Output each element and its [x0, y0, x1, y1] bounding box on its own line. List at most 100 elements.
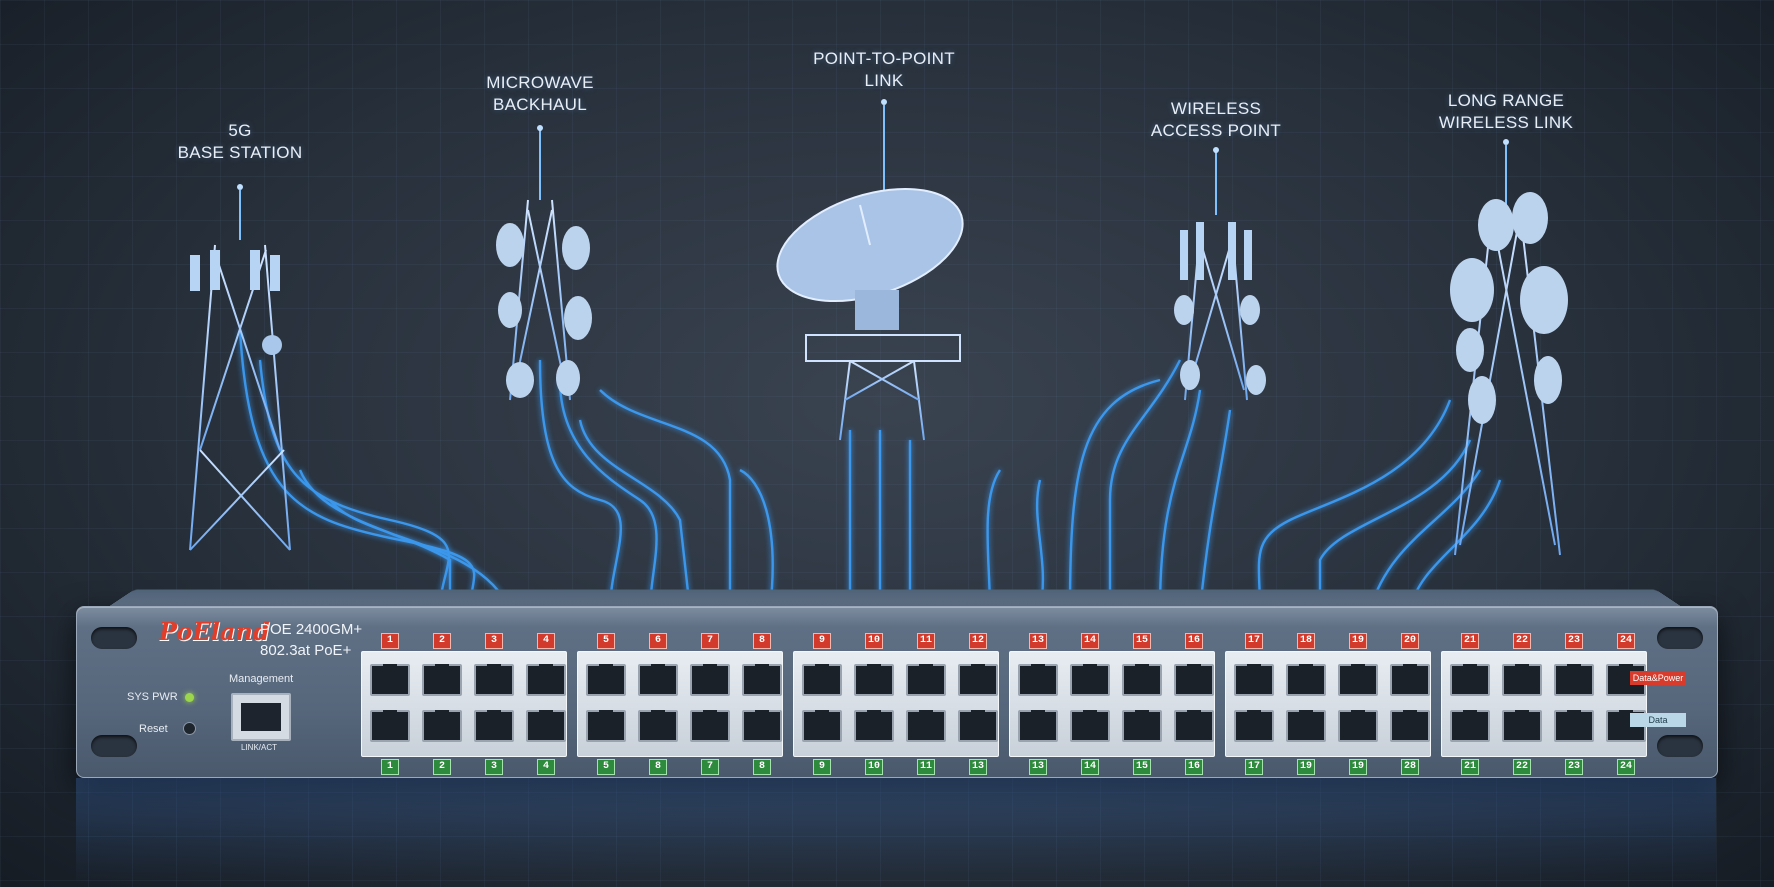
port-number-top: 16 — [1185, 633, 1203, 649]
cables — [238, 329, 1502, 611]
model-label: POE 2400GM+ 802.3at PoE+ — [260, 621, 363, 659]
ethernet-port[interactable] — [1174, 710, 1214, 742]
access-point-tower-icon — [1174, 147, 1266, 401]
port-number-bottom: 13 — [969, 759, 987, 775]
microwave-tower-icon — [496, 125, 592, 401]
ethernet-port[interactable] — [1174, 664, 1214, 696]
poe-switch: PoEland POE 2400GM+ 802.3at PoE+ SYS PWR… — [76, 606, 1718, 778]
ethernet-port[interactable] — [1390, 664, 1430, 696]
port-number-bottom: 17 — [1245, 759, 1263, 775]
port-number-top: 5 — [597, 633, 615, 649]
ethernet-port[interactable] — [526, 710, 566, 742]
port-number-top: 3 — [485, 633, 503, 649]
management-port[interactable] — [231, 693, 291, 741]
port-number-bottom: 2 — [433, 759, 451, 775]
port-number-top: 15 — [1133, 633, 1151, 649]
ethernet-port[interactable] — [1070, 710, 1110, 742]
port-number-top: 21 — [1461, 633, 1479, 649]
ethernet-port[interactable] — [802, 710, 842, 742]
ethernet-port[interactable] — [586, 710, 626, 742]
ethernet-port[interactable] — [370, 664, 410, 696]
long-range-tower-icon — [1450, 139, 1568, 556]
port-number-bottom: 8 — [649, 759, 667, 775]
ethernet-port[interactable] — [1018, 710, 1058, 742]
ethernet-port[interactable] — [1502, 664, 1542, 696]
ethernet-port[interactable] — [1234, 710, 1274, 742]
ethernet-port[interactable] — [1390, 710, 1430, 742]
ethernet-port[interactable] — [854, 710, 894, 742]
port-number-top: 8 — [753, 633, 771, 649]
rack-ear-hole — [91, 735, 137, 757]
ethernet-port[interactable] — [1502, 710, 1542, 742]
ethernet-port[interactable] — [1286, 664, 1326, 696]
ethernet-port[interactable] — [690, 664, 730, 696]
port-number-top: 2 — [433, 633, 451, 649]
port-number-top: 7 — [701, 633, 719, 649]
ethernet-port[interactable] — [1338, 710, 1378, 742]
rack-ear-hole — [91, 627, 137, 649]
ethernet-port[interactable] — [690, 710, 730, 742]
ethernet-port[interactable] — [742, 664, 782, 696]
port-number-bottom: 4 — [537, 759, 555, 775]
port-number-top: 10 — [865, 633, 883, 649]
port-number-top: 12 — [969, 633, 987, 649]
ethernet-port[interactable] — [1122, 710, 1162, 742]
port-number-top: 6 — [649, 633, 667, 649]
ethernet-port[interactable] — [638, 664, 678, 696]
ethernet-port[interactable] — [1018, 664, 1058, 696]
ethernet-port[interactable] — [526, 664, 566, 696]
port-number-top: 18 — [1297, 633, 1315, 649]
switch-reflection — [76, 778, 1716, 887]
ethernet-port[interactable] — [1286, 710, 1326, 742]
data-power-tag: Data&Power — [1630, 671, 1686, 685]
port-number-top: 19 — [1349, 633, 1367, 649]
port-group — [793, 651, 999, 757]
port-number-top: 1 — [381, 633, 399, 649]
ethernet-port[interactable] — [474, 710, 514, 742]
port-number-top: 22 — [1513, 633, 1531, 649]
satellite-dish-icon — [776, 99, 964, 441]
port-group — [1009, 651, 1215, 757]
port-number-bottom: 15 — [1133, 759, 1151, 775]
ethernet-port[interactable] — [586, 664, 626, 696]
ethernet-port[interactable] — [1554, 664, 1594, 696]
port-number-bottom: 28 — [1401, 759, 1419, 775]
ethernet-port[interactable] — [474, 664, 514, 696]
ethernet-port[interactable] — [1450, 664, 1490, 696]
ethernet-port[interactable] — [958, 710, 998, 742]
ethernet-port[interactable] — [1606, 710, 1646, 742]
port-number-top: 20 — [1401, 633, 1419, 649]
rack-ear-hole — [1657, 627, 1703, 649]
ethernet-port[interactable] — [958, 664, 998, 696]
ethernet-port[interactable] — [1450, 710, 1490, 742]
base-station-tower-icon — [189, 184, 291, 551]
ethernet-port[interactable] — [906, 664, 946, 696]
port-number-top: 17 — [1245, 633, 1263, 649]
port-number-top: 9 — [813, 633, 831, 649]
port-number-bottom: 23 — [1565, 759, 1583, 775]
ethernet-port[interactable] — [1338, 664, 1378, 696]
ethernet-port[interactable] — [422, 664, 462, 696]
port-group — [361, 651, 567, 757]
port-number-bottom: 19 — [1297, 759, 1315, 775]
ethernet-port[interactable] — [802, 664, 842, 696]
port-group — [1441, 651, 1647, 757]
ethernet-port[interactable] — [638, 710, 678, 742]
sys-pwr-label: SYS PWR — [127, 691, 178, 703]
ethernet-port[interactable] — [854, 664, 894, 696]
ethernet-port[interactable] — [742, 710, 782, 742]
ethernet-port[interactable] — [1554, 710, 1594, 742]
port-number-bottom: 14 — [1081, 759, 1099, 775]
ethernet-port[interactable] — [1070, 664, 1110, 696]
ethernet-port[interactable] — [1234, 664, 1274, 696]
port-number-top: 11 — [917, 633, 935, 649]
ethernet-port[interactable] — [422, 710, 462, 742]
reset-button[interactable] — [183, 722, 196, 735]
port-number-bottom: 8 — [753, 759, 771, 775]
ethernet-port[interactable] — [1122, 664, 1162, 696]
ethernet-port[interactable] — [906, 710, 946, 742]
ethernet-port[interactable] — [370, 710, 410, 742]
